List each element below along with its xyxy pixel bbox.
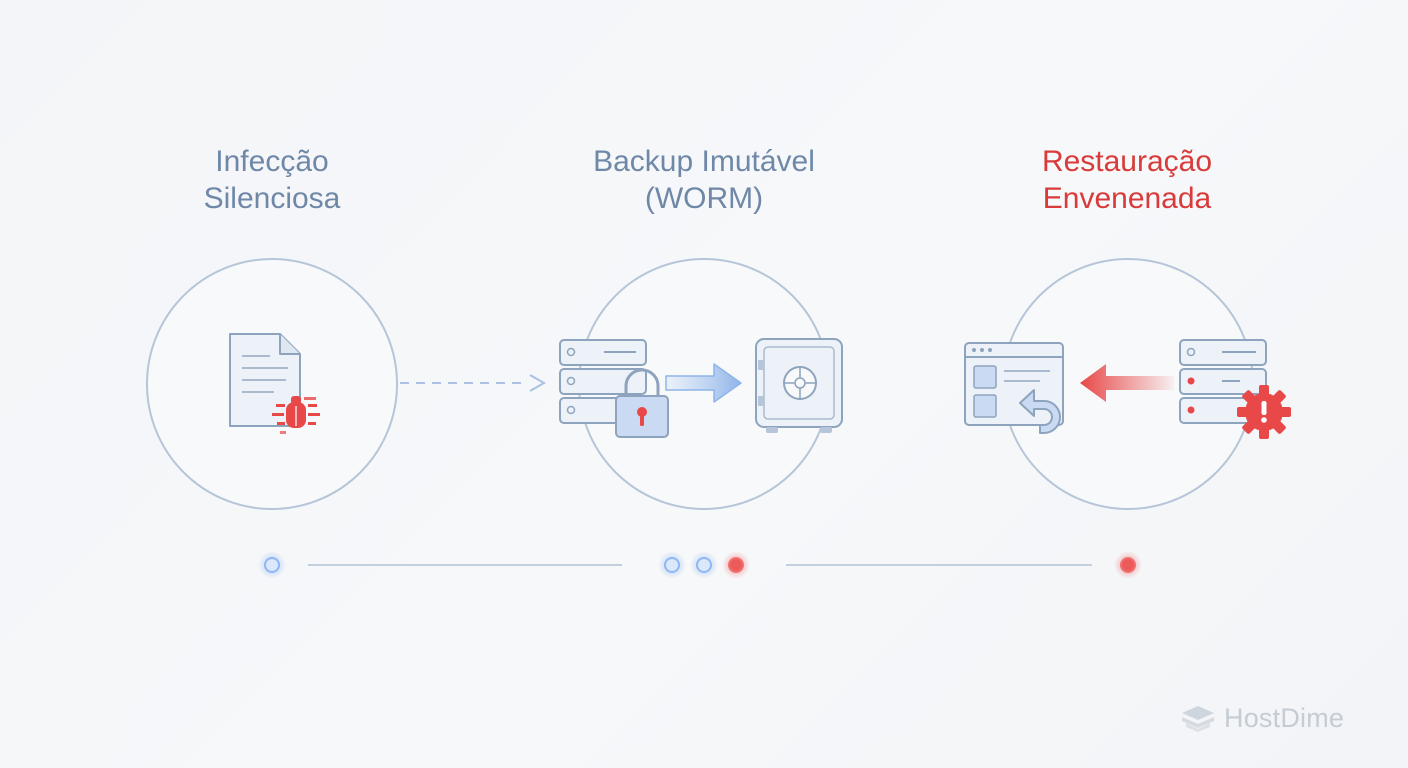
vault-icon — [755, 338, 843, 433]
bug-icon — [272, 396, 320, 434]
hostdime-logo-icon — [1182, 706, 1214, 732]
brand-name: HostDime — [1224, 702, 1345, 733]
timeline-dot-blue — [690, 551, 718, 579]
stage-title-line-1: Backup Imutável — [593, 145, 815, 178]
document-icon — [229, 333, 301, 427]
stage-title-silent-infection: Infecção Silenciosa — [102, 143, 442, 217]
timeline-dot-red — [1114, 551, 1142, 579]
hostdime-brand: HostDime — [1180, 702, 1344, 734]
stage-title-line-1: Infecção — [215, 145, 329, 178]
arrow-left-icon — [1080, 364, 1174, 402]
warning-gear-icon — [1237, 385, 1291, 439]
undo-arrow-icon — [1019, 389, 1061, 434]
stage-title-line-2: Envenenada — [1042, 182, 1212, 215]
arrow-right-icon — [665, 363, 742, 403]
dashed-arrow-icon — [400, 374, 547, 392]
timeline-dot-blue — [658, 551, 686, 579]
timeline-dot-blue — [258, 551, 286, 579]
stage-title-line-1: Restauração — [1041, 145, 1213, 178]
timeline-dot-red — [722, 551, 750, 579]
stage-title-poisoned-restore: Restauração Envenenada — [957, 143, 1297, 217]
stage-title-line-2: (WORM) — [644, 182, 764, 215]
browser-window-icon — [964, 342, 1064, 426]
padlock-icon — [615, 368, 669, 438]
stage-title-immutable-backup: Backup Imutável (WORM) — [534, 143, 874, 217]
timeline — [258, 551, 1142, 579]
stage-title-line-2: Silenciosa — [203, 182, 341, 215]
